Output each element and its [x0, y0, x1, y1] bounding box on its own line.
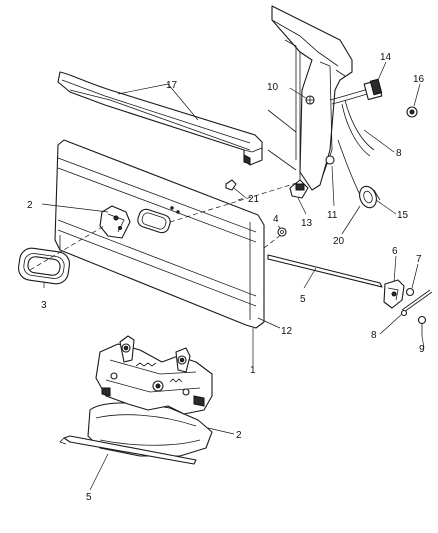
- handle-assembly-part-2-large: [87, 335, 213, 457]
- callout-11: 11: [327, 210, 338, 221]
- callout-13: 13: [301, 218, 313, 229]
- callout-14: 14: [380, 52, 392, 63]
- callout-8-lower: 8: [371, 330, 377, 341]
- tailgate-panel: [54, 139, 265, 329]
- lamp-socket-part-11: [325, 155, 335, 165]
- light-assembly-part-15: [359, 185, 381, 209]
- callout-20: 20: [333, 236, 345, 247]
- callout-2-lower: 2: [236, 430, 242, 441]
- callout-7: 7: [416, 254, 422, 265]
- bushing-part-4: [277, 227, 287, 237]
- bolt-part-9: [417, 315, 427, 336]
- handle-bezel-part-3: [18, 247, 70, 285]
- fastener-part-10: [305, 95, 315, 105]
- bulb-part-13: [289, 179, 309, 199]
- callout-labels: 17 2 3 21 12 1 5 4 6 7 8 9 10 14 16 8 11…: [27, 52, 425, 503]
- leader-lines: [41, 61, 425, 491]
- wiring-harness: [329, 87, 375, 196]
- callout-2-upper: 2: [27, 200, 33, 211]
- callout-15: 15: [397, 210, 409, 221]
- tailgate-top-cap-part-17: [57, 71, 263, 166]
- grommet-part-16: [406, 106, 418, 118]
- latch-part-6: [383, 279, 405, 309]
- callout-17: 17: [166, 80, 178, 91]
- callout-10: 10: [267, 82, 279, 93]
- cable-part-8: [400, 289, 433, 317]
- callout-6: 6: [392, 246, 398, 257]
- callout-16: 16: [413, 74, 425, 85]
- callout-4: 4: [273, 214, 279, 225]
- callout-1: 1: [250, 365, 256, 376]
- fastener-part-7: [405, 287, 415, 297]
- callout-5-lower: 5: [86, 492, 92, 503]
- link-rod-part-5-lower: [59, 435, 197, 465]
- handle-latch-part-2-small: [99, 205, 131, 239]
- callout-12: 12: [281, 326, 293, 337]
- connector-part-14: [363, 78, 383, 101]
- alignment-lines: [29, 181, 301, 271]
- callout-5-upper: 5: [300, 294, 306, 305]
- callout-8-upper: 8: [396, 148, 402, 159]
- callout-9: 9: [419, 344, 425, 355]
- link-rod-part-5: [267, 254, 383, 288]
- callout-21: 21: [248, 194, 260, 205]
- callout-3: 3: [41, 300, 47, 311]
- fastener-part-21: [225, 179, 237, 191]
